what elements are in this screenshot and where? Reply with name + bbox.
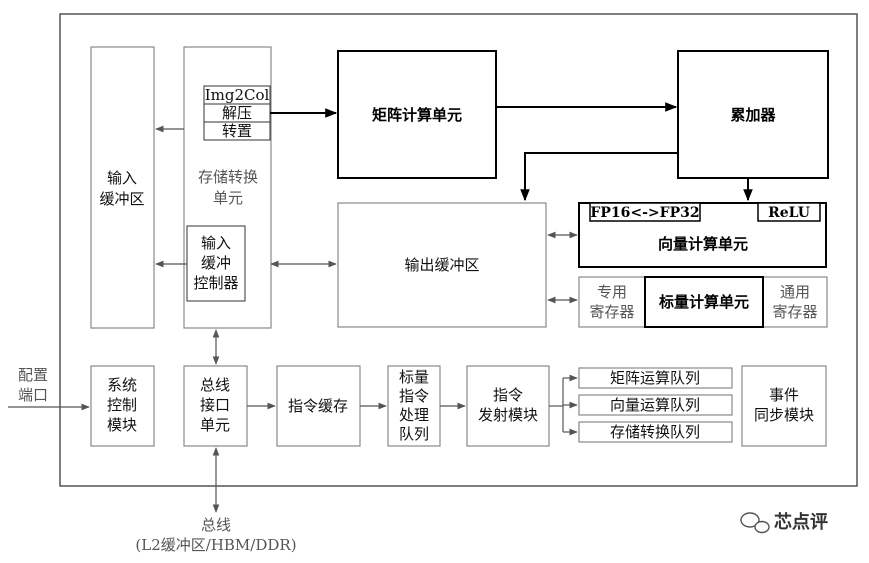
bus-label-line-1: 总线 (201, 516, 231, 534)
dispatch-line-1: 指令 (493, 386, 523, 404)
input-controller-line-3: 控制器 (193, 274, 238, 292)
matrix-queue-label: 矩阵运算队列 (610, 369, 700, 387)
input-controller-line-1: 输入 (201, 234, 231, 252)
img2col-label: Img2Col (205, 86, 270, 104)
event-sync-block: 事件 同步模块 (741, 365, 827, 447)
storage-convert-line-2: 单元 (213, 189, 243, 207)
instruction-dispatch-block: 指令 发射模块 (466, 365, 550, 447)
system-control-line-1: 系统 (107, 376, 137, 394)
event-sync-line-1: 事件 (769, 386, 799, 404)
watermark: 芯点评 (740, 511, 828, 534)
watermark-text: 芯点评 (774, 511, 828, 533)
storage-queue-label: 存储转换队列 (610, 423, 700, 441)
fp-convert-label: FP16<->FP32 (590, 205, 699, 221)
bus-interface-line-1: 总线 (200, 376, 230, 394)
scalar-unit-label: 标量计算单元 (658, 293, 749, 311)
bus-label: 总线 (L2缓冲区/HBM/DDR) (135, 516, 296, 554)
output-buffer-block: 输出缓冲区 (337, 202, 547, 328)
special-registers-line-2: 寄存器 (589, 303, 634, 321)
event-sync-line-2: 同步模块 (754, 406, 814, 424)
bus-interface-line-2: 接口 (200, 396, 230, 414)
output-buffer-label: 输出缓冲区 (404, 256, 479, 274)
system-control-line-2: 控制 (107, 396, 137, 414)
queues-group: 矩阵运算队列 向量运算队列 存储转换队列 (578, 367, 733, 443)
storage-convert-block: Img2Col 解压 转置 存储转换 单元 输入 缓冲 控制器 (183, 46, 272, 329)
matrix-unit-block: 矩阵计算单元 (337, 50, 497, 179)
general-registers-line-1: 通用 (780, 283, 810, 301)
scalar-queue-line-3: 处理 (399, 406, 429, 424)
system-control-block: 系统 控制 模块 (90, 365, 155, 447)
transpose-label: 转置 (222, 122, 252, 140)
decompress-label: 解压 (222, 104, 252, 122)
instruction-cache-label: 指令缓存 (288, 397, 348, 415)
config-port-line-1: 配置 (18, 366, 48, 384)
accumulator-label: 累加器 (730, 106, 776, 124)
bus-interface-block: 总线 接口 单元 (183, 365, 248, 447)
accumulator-block: 累加器 (677, 50, 829, 179)
scalar-queue-line-4: 队列 (399, 425, 429, 443)
arrow-accum-to-output (520, 152, 678, 202)
instruction-cache-block: 指令缓存 (276, 365, 361, 447)
scalar-queue-line-1: 标量 (399, 368, 429, 386)
scalar-queue-line-2: 指令 (399, 387, 429, 405)
input-buffer-line-2: 缓冲区 (99, 190, 144, 208)
input-buffer-line-1: 输入 (107, 169, 137, 187)
config-port: 配置 端口 (18, 366, 48, 404)
input-controller-line-2: 缓冲 (201, 254, 231, 272)
scalar-instruction-queue-block: 标量 指令 处理 队列 (387, 365, 441, 447)
bus-interface-line-3: 单元 (200, 416, 230, 434)
relu-label: ReLU (768, 205, 810, 221)
dispatch-line-2: 发射模块 (478, 406, 538, 424)
config-port-line-2: 端口 (18, 386, 48, 404)
vector-queue-label: 向量运算队列 (610, 396, 700, 414)
special-registers-line-1: 专用 (597, 283, 627, 301)
wechat-icon (740, 512, 770, 534)
connectors (8, 102, 753, 513)
bus-label-line-2: (L2缓冲区/HBM/DDR) (135, 536, 296, 554)
system-control-line-3: 模块 (107, 416, 137, 434)
input-buffer-block: 输入 缓冲区 (90, 46, 155, 329)
core-frame (59, 13, 858, 487)
storage-convert-line-1: 存储转换 (198, 168, 258, 186)
vector-unit-label: 向量计算单元 (658, 235, 748, 253)
matrix-unit-label: 矩阵计算单元 (372, 106, 462, 124)
vector-unit-block: FP16<->FP32 ReLU 向量计算单元 (578, 202, 827, 268)
general-registers-line-2: 寄存器 (772, 303, 817, 321)
scalar-unit-area: 专用 寄存器 标量计算单元 通用 寄存器 (578, 276, 828, 328)
